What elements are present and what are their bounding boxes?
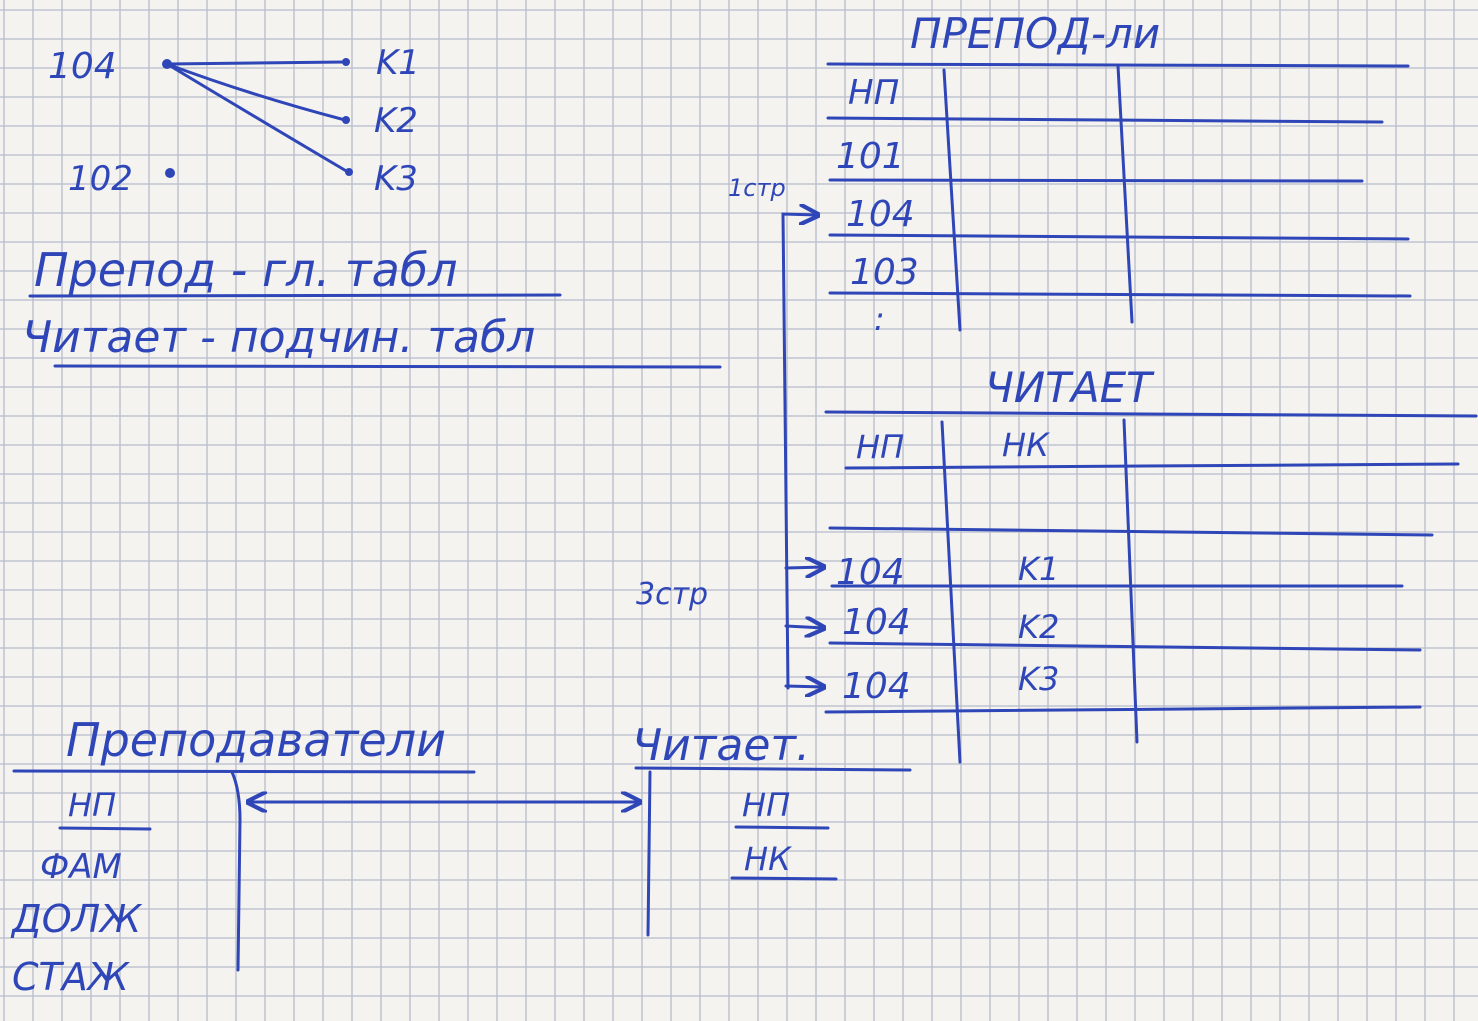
table-chitaet-title: ЧИТАЕТ [985,363,1155,412]
node-102-dot [165,168,175,178]
table-chitaet: ЧИТАЕТ НП НК 104 K1 104 K2 104 K3 [824,363,1478,764]
er-schema: Преподаватели НП ФАМ ДОЛЖ СТАЖ Читает. Н… [10,713,912,999]
table-chitaet-blank-rule [828,526,1434,537]
table-role-notes: Препод - гл. табл Читает - подчин. табл [22,243,722,369]
node-k3-label: K3 [374,159,418,199]
entity-reads-underline [634,766,912,772]
table-prepod-cell-103: 103 [850,252,919,293]
table-chitaet-header-nk: НК [1002,426,1050,464]
entity-teachers-field-stazh: СТАЖ [12,955,131,999]
table-prepod-ellipsis: : [874,300,885,338]
table-prepod-header-rule [826,116,1384,124]
table-chitaet-row2-np: 104 [842,602,911,643]
note2-underline [53,364,722,369]
entity-reads-border [646,770,652,937]
note-sub-table: Читает - подчин. табл [22,312,535,363]
table-prepod-title: ПРЕПОД-ли [910,9,1160,58]
entity-teachers-pk-underline [58,826,152,831]
entity-teachers-title: Преподаватели [66,713,446,767]
node-k2-label: K2 [374,101,418,141]
table-prepod-row1-rule [828,178,1364,183]
node-k1-label: K1 [376,43,420,83]
node-k1-dot [342,58,350,66]
node-k3-dot [345,168,353,176]
row-link-arrows: 1стр 3стр [636,174,824,688]
table-chitaet-col1-line [940,420,962,764]
entity-teachers-field-np: НП [68,786,116,824]
table-prepod-header-np: НП [848,73,899,113]
node-104-label: 104 [48,46,117,87]
table-prepod-col1-line [942,68,962,332]
table-chitaet-row2-nk: K2 [1018,608,1059,646]
table-chitaet-row1-np: 104 [836,552,905,593]
entity-teachers-field-dolzh: ДОЛЖ [10,897,143,941]
teacher-course-sketch: 104 102 K1 K2 K3 [48,43,420,199]
node-k2-dot [342,116,350,124]
entity-reads-nk-underline [730,876,838,881]
label-3-rows: 3стр [636,577,708,612]
entity-teachers-field-fam: ФАМ [40,847,122,887]
table-prepod-col2-line [1116,64,1134,324]
table-prepod-cell-101: 101 [836,136,905,177]
table-prepod-cell-104: 104 [846,194,915,235]
entity-teachers-border [230,770,242,972]
arrow-to-prepod-104 [781,214,818,690]
table-chitaet-header-rule [844,462,1460,470]
table-prepod-row3-rule [828,291,1412,298]
arrow-to-row2 [784,626,824,628]
table-chitaet-row3-np: 104 [842,666,911,707]
node-102-label: 102 [68,159,133,199]
label-1-row: 1стр [728,174,786,202]
edge-104-k1 [165,60,347,66]
entity-reads-title: Читает. [632,720,810,771]
edge-104-k3 [165,62,350,174]
table-chitaet-row2-rule [828,641,1422,652]
table-chitaet-row1-nk: K1 [1018,550,1059,588]
table-chitaet-row3-rule [824,705,1422,714]
table-chitaet-top-rule [824,410,1478,418]
note1-underline [28,293,562,298]
entity-reads-field-nk: НК [744,840,792,878]
entity-reads-np-underline [734,825,830,830]
table-chitaet-row3-nk: K3 [1018,660,1059,698]
edge-104-k2 [165,62,347,122]
table-chitaet-header-np: НП [856,428,904,466]
entity-reads-field-np: НП [742,786,790,824]
arrow-to-row1 [784,567,824,568]
entity-teachers-underline [12,769,476,774]
table-chitaet-col2-line [1122,418,1139,744]
note-main-table: Препод - гл. табл [34,243,458,297]
table-prepod: ПРЕПОД-ли НП 101 104 103 : [826,9,1412,338]
arrow-to-row3 [784,686,824,687]
table-prepod-row2-rule [828,233,1410,241]
